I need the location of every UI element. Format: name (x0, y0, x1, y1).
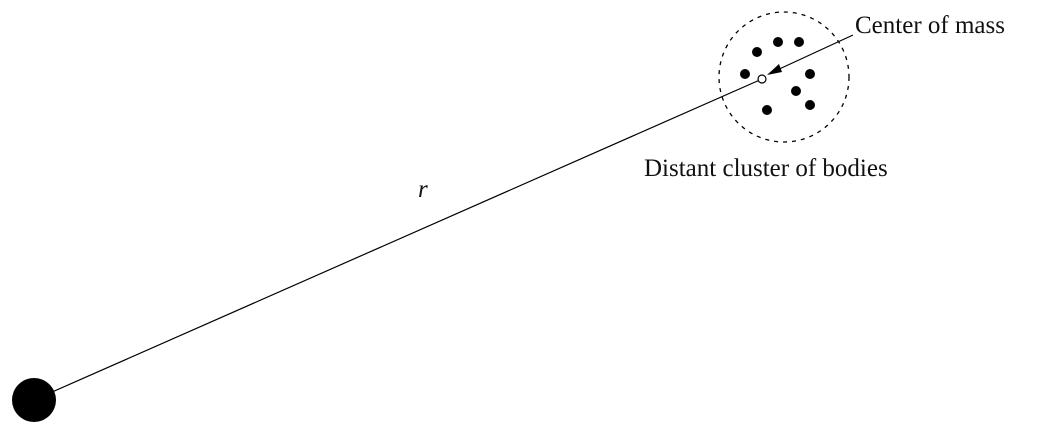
center-of-mass-point (757, 74, 767, 84)
cluster-label: Distant cluster of bodies (644, 155, 888, 182)
cluster-body (805, 100, 815, 110)
cluster-body (740, 69, 750, 79)
distance-line (33, 78, 763, 401)
cluster-body (773, 37, 783, 47)
center-of-mass-pointer (774, 34, 854, 72)
distance-label: r (418, 176, 428, 203)
cluster-body (794, 37, 804, 47)
cluster-body (762, 105, 772, 115)
cluster-body (805, 69, 815, 79)
arrowhead-icon (767, 64, 782, 75)
center-of-mass-label: Center of mass (855, 12, 1005, 39)
cluster-body (791, 86, 801, 96)
cluster-boundary (718, 11, 850, 143)
cluster-body (752, 47, 762, 57)
cluster-bodies (740, 37, 815, 115)
single-body (12, 378, 56, 422)
